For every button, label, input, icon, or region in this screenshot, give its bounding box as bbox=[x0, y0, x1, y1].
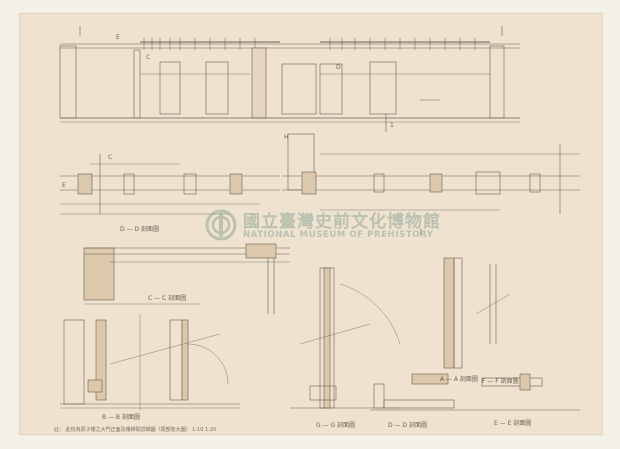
label-d-d: D — D 剖面圖 bbox=[120, 226, 159, 233]
label-top-d: D bbox=[336, 64, 341, 71]
label-top-c: C bbox=[146, 54, 151, 61]
museum-watermark: 國立臺灣史前文化博物館 NATIONAL MUSEUM OF PREHISTOR… bbox=[205, 205, 440, 245]
watermark-chinese-name: 國立臺灣史前文化博物館 bbox=[243, 212, 441, 232]
label-h-h: E — E 剖面圖 bbox=[494, 420, 532, 427]
label-e-e: D — D 剖面圖 bbox=[388, 422, 427, 429]
mid-section-right bbox=[282, 133, 580, 214]
watermark-english-name: NATIONAL MUSEUM OF PREHISTORY bbox=[243, 230, 434, 240]
museum-emblem-icon bbox=[205, 209, 237, 241]
label-a-a: A — A 剖面圖 bbox=[440, 376, 478, 383]
label-top-e: E bbox=[116, 34, 120, 41]
lower-left-plan bbox=[83, 243, 290, 314]
architectural-drawing bbox=[59, 26, 580, 411]
drawing-sheet: E C D 1 E H C D — D 剖面圖 C — C 剖面圖 J B — … bbox=[20, 14, 602, 434]
right-bottom-sections bbox=[370, 257, 580, 411]
sheet-caption: 註： 此份為原子樓之大門正面及樓梯間詳細圖（局部放大圖） 1:10 1:20 bbox=[54, 427, 217, 433]
label-j: J bbox=[420, 228, 422, 235]
label-top-1: 1 bbox=[390, 122, 394, 129]
top-elevation bbox=[59, 26, 520, 132]
mid-section-left bbox=[60, 154, 280, 215]
label-mark-e: E bbox=[62, 182, 66, 189]
label-b-b: B — B 剖面圖 bbox=[102, 414, 140, 421]
label-mark-c: C bbox=[108, 154, 113, 161]
label-c-c: C — C 剖面圖 bbox=[148, 295, 187, 302]
center-tall-section bbox=[290, 267, 401, 409]
bottom-left-sections bbox=[60, 314, 240, 410]
label-mark-h: H bbox=[284, 134, 289, 141]
label-f-f: F — F 剖面圖 bbox=[482, 378, 519, 385]
label-g-g: G — G 剖面圖 bbox=[316, 422, 356, 429]
